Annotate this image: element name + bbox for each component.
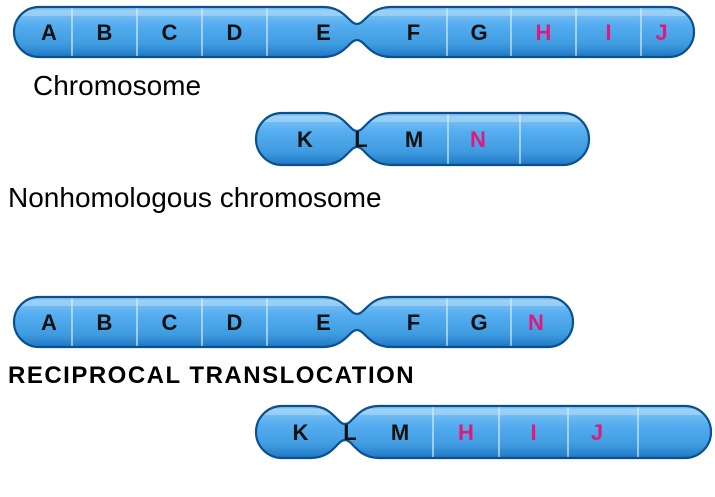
gene-label-j: J <box>591 420 603 445</box>
nonhomologous-chromosome: K L M N <box>254 111 591 167</box>
gene-label-c: C <box>162 310 178 335</box>
gene-label-b: B <box>97 310 113 335</box>
gene-label-a: A <box>41 20 57 45</box>
gene-label-j: J <box>655 20 667 45</box>
reciprocal-translocation-label: RECIPROCAL TRANSLOCATION <box>8 362 416 389</box>
gene-label-m: M <box>405 127 423 152</box>
gene-label-g: G <box>470 310 487 335</box>
gene-label-h: H <box>536 20 552 45</box>
gene-label-n: N <box>528 310 544 335</box>
gene-label-d: D <box>227 20 243 45</box>
gene-label-c: C <box>162 20 178 45</box>
gene-label-i: I <box>530 420 536 445</box>
gene-label-e: E <box>316 20 331 45</box>
gene-label-a: A <box>41 310 57 335</box>
gene-label-e: E <box>316 310 331 335</box>
chromosome-body <box>14 297 573 347</box>
gene-label-m: M <box>391 420 409 445</box>
chromosome-label: Chromosome <box>33 70 202 101</box>
gene-label-k: K <box>293 420 309 445</box>
gene-label-f: F <box>407 310 420 335</box>
gene-label-h: H <box>458 420 474 445</box>
original-chromosome: A B C D E F G H I J <box>12 5 696 59</box>
chromosome-body <box>14 7 694 57</box>
gene-label-f: F <box>407 20 420 45</box>
gene-label-n: N <box>470 127 486 152</box>
chromosome-highlight <box>14 10 694 16</box>
gene-label-d: D <box>227 310 243 335</box>
chromosome-outline <box>254 111 591 167</box>
chromosome-body <box>256 113 589 165</box>
gene-label-k: K <box>297 127 313 152</box>
chromosome-highlight <box>14 300 573 306</box>
chromosome-highlight <box>256 409 711 415</box>
gene-label-g: G <box>470 20 487 45</box>
gene-label-b: B <box>97 20 113 45</box>
chromosome-outline <box>12 5 696 59</box>
gene-label-l: L <box>343 420 356 445</box>
nonhomologous-chromosome-label: Nonhomologous chromosome <box>8 182 382 213</box>
chromosome-outline <box>254 404 713 460</box>
chromosome-outline <box>12 295 575 349</box>
chromosome-body <box>256 406 711 458</box>
gene-label-l: L <box>354 127 367 152</box>
chromosome-highlight <box>256 116 589 122</box>
gene-label-i: I <box>605 20 611 45</box>
